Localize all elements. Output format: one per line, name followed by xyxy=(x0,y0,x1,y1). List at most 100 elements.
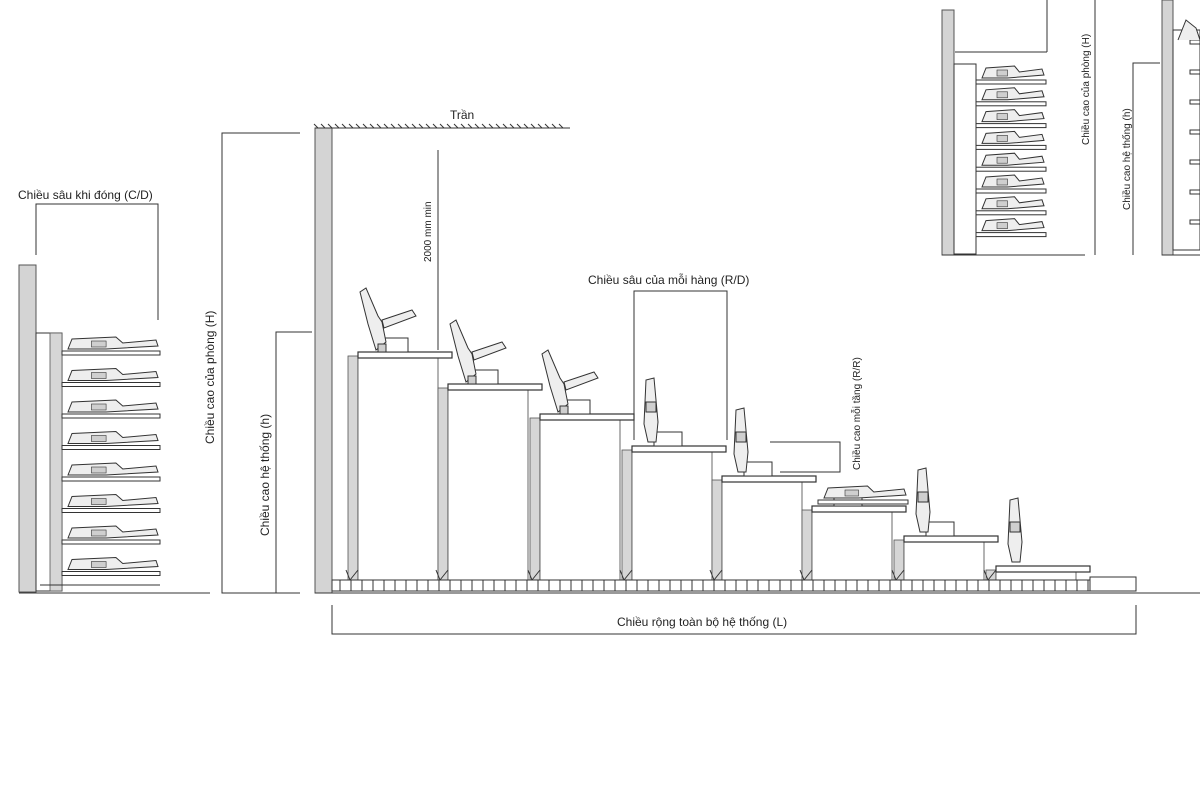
tier-leg xyxy=(619,569,633,581)
folded-seat-row xyxy=(975,109,1047,129)
chair-mechanism xyxy=(1009,521,1021,533)
row-platform xyxy=(61,508,161,513)
hatch-mark xyxy=(530,123,536,129)
room-height-dimension xyxy=(221,132,300,594)
folded-seat xyxy=(981,109,1045,123)
chair-mount xyxy=(467,375,477,385)
hatch-mark xyxy=(369,123,375,129)
row-platform xyxy=(61,476,161,482)
room-height-label: Chiều cao của phòng (H) xyxy=(203,311,217,444)
folded-seat xyxy=(67,336,159,350)
hatch-mark xyxy=(348,123,354,129)
tier-platform xyxy=(995,565,1091,573)
inset-system-height-label: Chiều cao hệ thống (h) xyxy=(1121,108,1133,210)
seat-hinge xyxy=(996,69,1008,77)
seating-tier xyxy=(435,319,543,581)
folded-seat-row xyxy=(61,399,161,419)
seat-hinge xyxy=(91,466,107,474)
hatch-mark xyxy=(411,123,417,129)
seat-hinge xyxy=(91,372,107,379)
tier-riser xyxy=(539,419,621,581)
folded-seat-row xyxy=(61,493,161,513)
row-platform xyxy=(61,382,161,387)
tier-post xyxy=(621,449,633,581)
inset-row-edge xyxy=(1189,159,1200,165)
folded-seat xyxy=(67,367,159,381)
hatch-mark xyxy=(537,123,543,129)
extended-system: Trần Chiều cao của phòng (H) Chiều cao h… xyxy=(203,108,1200,635)
tier-platform xyxy=(357,351,453,359)
chair-mechanism xyxy=(645,401,657,413)
hatch-mark xyxy=(558,123,564,129)
clearance-label: 2000 mm min xyxy=(423,201,434,262)
folded-seat-row xyxy=(975,87,1047,107)
folded-seat xyxy=(823,485,907,499)
hatch-mark xyxy=(467,123,473,129)
inset-row-edge xyxy=(1189,69,1200,75)
hatch-mark xyxy=(362,123,368,129)
inset-row-edge xyxy=(1189,99,1200,105)
inset-stack-frame xyxy=(953,63,977,255)
seating-tier xyxy=(345,287,453,581)
row-platform xyxy=(61,445,161,450)
folded-seat xyxy=(67,462,159,476)
folded-seat-row xyxy=(975,174,1047,194)
hatch-mark xyxy=(327,123,333,129)
end-block xyxy=(1089,576,1137,592)
seat-hinge xyxy=(996,200,1008,208)
folded-seat-row xyxy=(817,485,909,505)
total-width-label: Chiều rộng toàn bộ hệ thống (L) xyxy=(617,615,787,629)
folded-seat-row xyxy=(61,525,161,545)
row-platform xyxy=(975,79,1047,85)
wall-main xyxy=(314,127,333,594)
chair-mechanism xyxy=(735,431,747,443)
row-platform xyxy=(975,232,1047,238)
closed-stack: Chiều sâu khi đóng (C/D) xyxy=(18,188,210,594)
tier-platform xyxy=(721,475,817,483)
tier-platform xyxy=(903,535,999,543)
base-ticks xyxy=(339,580,1089,591)
seat-hinge xyxy=(91,340,107,348)
row-platform xyxy=(61,413,161,419)
tier-riser xyxy=(995,571,1077,581)
tier-post xyxy=(893,539,905,581)
hatch-mark xyxy=(523,123,529,129)
chair-back xyxy=(449,319,477,383)
seat-hinge xyxy=(996,156,1008,164)
chair-back xyxy=(359,287,387,351)
hatch-mark xyxy=(502,123,508,129)
inset-room-height-label: Chiều cao của phòng (H) xyxy=(1080,34,1092,145)
row-depth-dimension xyxy=(633,290,728,440)
folded-seat-row xyxy=(61,336,161,356)
tier-riser xyxy=(631,451,713,581)
ceiling-label: Trần xyxy=(450,108,474,122)
folded-seat xyxy=(981,65,1045,79)
hatch-mark xyxy=(439,123,445,129)
seating-tier xyxy=(891,467,999,581)
folded-seat xyxy=(67,399,159,413)
folded-seat-row xyxy=(975,218,1047,238)
folded-seat-row xyxy=(975,196,1047,216)
system-height-label: Chiều cao hệ thống (h) xyxy=(258,414,272,536)
row-platform xyxy=(61,539,161,545)
tier-riser xyxy=(811,511,893,581)
tier-riser xyxy=(721,481,803,581)
row-platform xyxy=(975,210,1047,216)
tier-platform xyxy=(539,413,635,421)
hatch-mark xyxy=(481,123,487,129)
seat-hinge xyxy=(91,561,107,568)
tier-post xyxy=(801,509,813,581)
chair-armrest xyxy=(381,309,417,329)
row-platform xyxy=(975,188,1047,194)
folded-seat xyxy=(67,430,159,444)
hatch-mark xyxy=(425,123,431,129)
hatch-mark xyxy=(320,123,326,129)
seat-hinge xyxy=(996,222,1008,229)
folded-seat xyxy=(981,174,1045,188)
tier-leg xyxy=(435,569,449,581)
hatch-mark xyxy=(460,123,466,129)
tier-post xyxy=(711,479,723,581)
chair-armrest xyxy=(563,371,599,391)
hatch-mark xyxy=(446,123,452,129)
inset-stack-frame-2 xyxy=(1172,29,1200,251)
